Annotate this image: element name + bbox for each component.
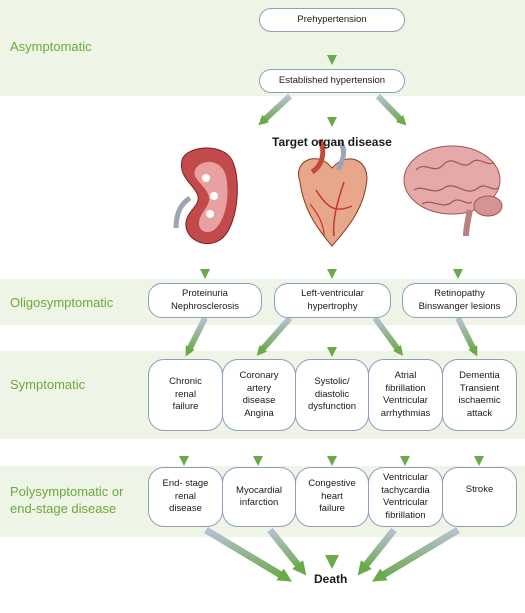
- node-mi: Myocardial infarction: [222, 467, 296, 527]
- arrow: [258, 93, 293, 126]
- arrow: [455, 316, 478, 357]
- kidney-icon: [173, 147, 238, 245]
- node-coronary: Coronary artery disease Angina: [222, 359, 296, 431]
- stage-label-symptomatic: Symptomatic: [10, 377, 86, 392]
- node-dementia: Dementia Transient ischaemic attack: [442, 359, 517, 431]
- node-proteinuria: Proteinuria Nephrosclerosis: [148, 283, 262, 318]
- arrow: [267, 527, 307, 576]
- arrow: [375, 93, 407, 126]
- node-prehypertension: Prehypertension: [259, 8, 405, 32]
- node-chf: Congestive heart failure: [295, 467, 369, 527]
- node-atrial: Atrial fibrillation Ventricular arrhythm…: [368, 359, 443, 431]
- node-death: Death: [314, 572, 348, 586]
- arrow: [204, 526, 293, 582]
- node-end-stage-renal: End- stage renal disease: [148, 467, 223, 527]
- arrow: [372, 316, 403, 357]
- node-stroke: Stroke: [442, 467, 517, 527]
- stage-label-oligosymptomatic: Oligosymptomatic: [10, 295, 114, 310]
- node-lvh: Left-ventricular hypertrophy: [274, 283, 391, 318]
- node-chronic-renal-failure: Chronic renal failure: [148, 359, 223, 431]
- node-systolic: Systolic/ diastolic dysfunction: [295, 359, 369, 431]
- heart-icon: [298, 138, 368, 247]
- arrow: [256, 316, 293, 356]
- arrow: [357, 527, 397, 576]
- brain-icon: [403, 145, 503, 237]
- arrow: [185, 316, 208, 357]
- stage-label-asymptomatic: Asymptomatic: [10, 39, 92, 54]
- arrow: [371, 526, 460, 582]
- node-established-hypertension: Established hypertension: [259, 69, 405, 93]
- stage-label-polysymptomatic: Polysymptomatic or end-stage disease: [10, 484, 124, 516]
- node-vt: Ventricular tachycardia Ventricular fibr…: [368, 467, 443, 527]
- node-retinopathy: Retinopathy Binswanger lesions: [402, 283, 517, 318]
- target-organ-heading: Target organ disease: [272, 135, 392, 149]
